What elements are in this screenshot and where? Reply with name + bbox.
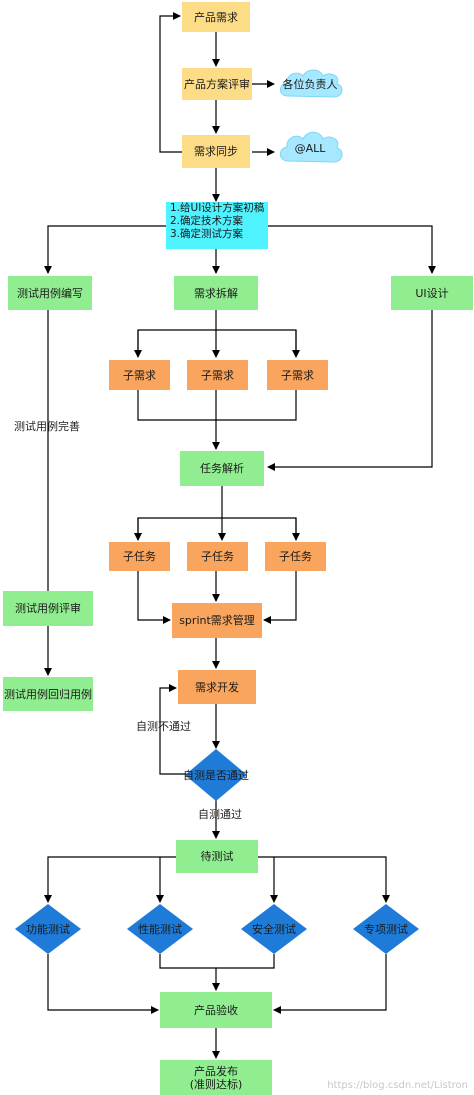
- sub-demand-node-1: 子需求: [109, 360, 170, 390]
- regression-cases-node: 测试用例回归用例: [3, 677, 93, 711]
- owners-cloud-label: 各位负责人: [282, 78, 338, 91]
- demand-sync-node: 需求同步: [182, 135, 250, 168]
- special-test-diamond: 专项测试: [352, 903, 420, 955]
- sub-task-node-2: 子任务: [187, 542, 248, 571]
- self-test-pass-label: 自测通过: [198, 808, 242, 821]
- func-test-label: 功能测试: [26, 923, 70, 936]
- perf-test-diamond: 性能测试: [126, 903, 194, 955]
- self-test-fail-label: 自测不通过: [136, 720, 191, 733]
- func-test-diamond: 功能测试: [14, 903, 82, 955]
- all-cloud-label: @ALL: [294, 141, 326, 155]
- test-case-improve-label: 测试用例完善: [14, 420, 80, 433]
- review-test-cases-node: 测试用例评审: [3, 591, 93, 626]
- product-release-subtitle: (准则达标): [189, 1077, 243, 1091]
- product-release-title: 产品发布: [194, 1064, 238, 1078]
- plan-step-1: 1.给UI设计方案初稿: [170, 202, 265, 214]
- demand-breakdown-node: 需求拆解: [174, 276, 258, 310]
- sub-demand-node-2: 子需求: [187, 360, 248, 390]
- perf-test-label: 性能测试: [138, 923, 182, 936]
- self-test-decision: 自测是否通过: [183, 748, 249, 802]
- sub-task-node-1: 子任务: [109, 542, 170, 571]
- product-release-node: 产品发布 (准则达标): [160, 1060, 272, 1095]
- ui-design-node: UI设计: [391, 276, 473, 310]
- product-acceptance-node: 产品验收: [160, 992, 272, 1028]
- pending-test-node: 待测试: [176, 840, 258, 873]
- owners-cloud: 各位负责人: [274, 64, 346, 104]
- all-cloud: @ALL: [274, 127, 346, 169]
- sprint-management-node: sprint需求管理: [172, 603, 262, 638]
- product-demand-node: 产品需求: [182, 2, 250, 32]
- security-test-label: 安全测试: [252, 923, 296, 936]
- watermark: https://blog.csdn.net/Listron: [327, 1080, 468, 1091]
- sub-demand-node-3: 子需求: [267, 360, 328, 390]
- plan-step-node: 1.给UI设计方案初稿 2.确定技术方案 3.确定测试方案: [166, 202, 268, 249]
- self-test-decision-label: 自测是否通过: [183, 769, 249, 782]
- demand-dev-node: 需求开发: [178, 670, 256, 704]
- special-test-label: 专项测试: [364, 923, 408, 936]
- task-analysis-node: 任务解析: [180, 451, 264, 486]
- plan-step-2: 2.确定技术方案: [170, 215, 244, 227]
- product-plan-review-node: 产品方案评审: [182, 68, 252, 100]
- plan-step-3: 3.确定测试方案: [170, 228, 244, 240]
- sub-task-node-3: 子任务: [265, 542, 326, 571]
- write-test-cases-node: 测试用例编写: [8, 276, 92, 310]
- security-test-diamond: 安全测试: [240, 903, 308, 955]
